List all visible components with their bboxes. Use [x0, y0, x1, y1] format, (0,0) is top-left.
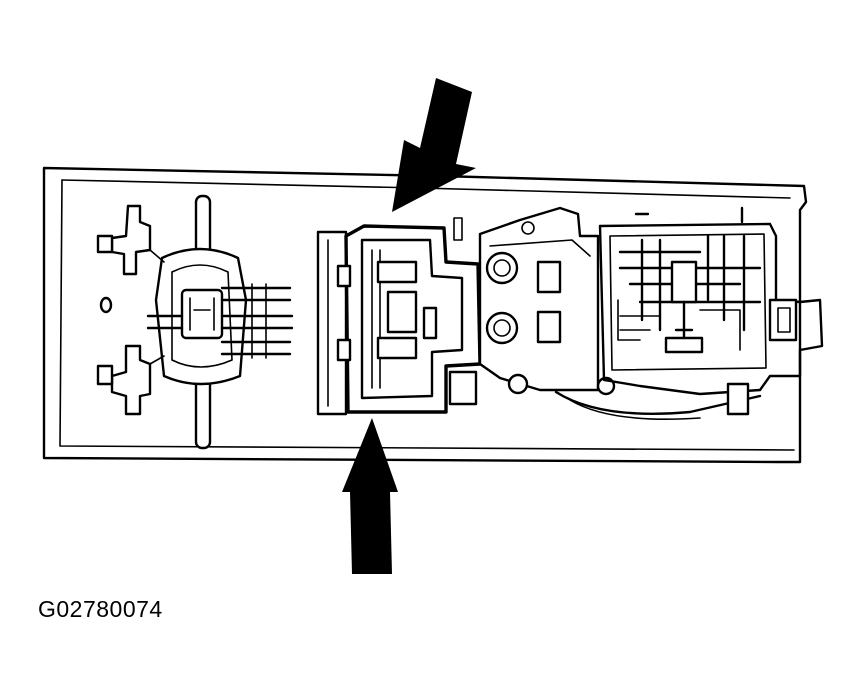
- figure-id-label: G02780074: [38, 596, 163, 622]
- switch-module: [316, 224, 482, 416]
- left-connector: [96, 194, 294, 450]
- arrow-top: [392, 78, 476, 212]
- pointer-arrows: [342, 78, 476, 574]
- arrow-bottom: [342, 418, 398, 574]
- circuit-board: [598, 206, 824, 416]
- socket-housing: [448, 206, 762, 420]
